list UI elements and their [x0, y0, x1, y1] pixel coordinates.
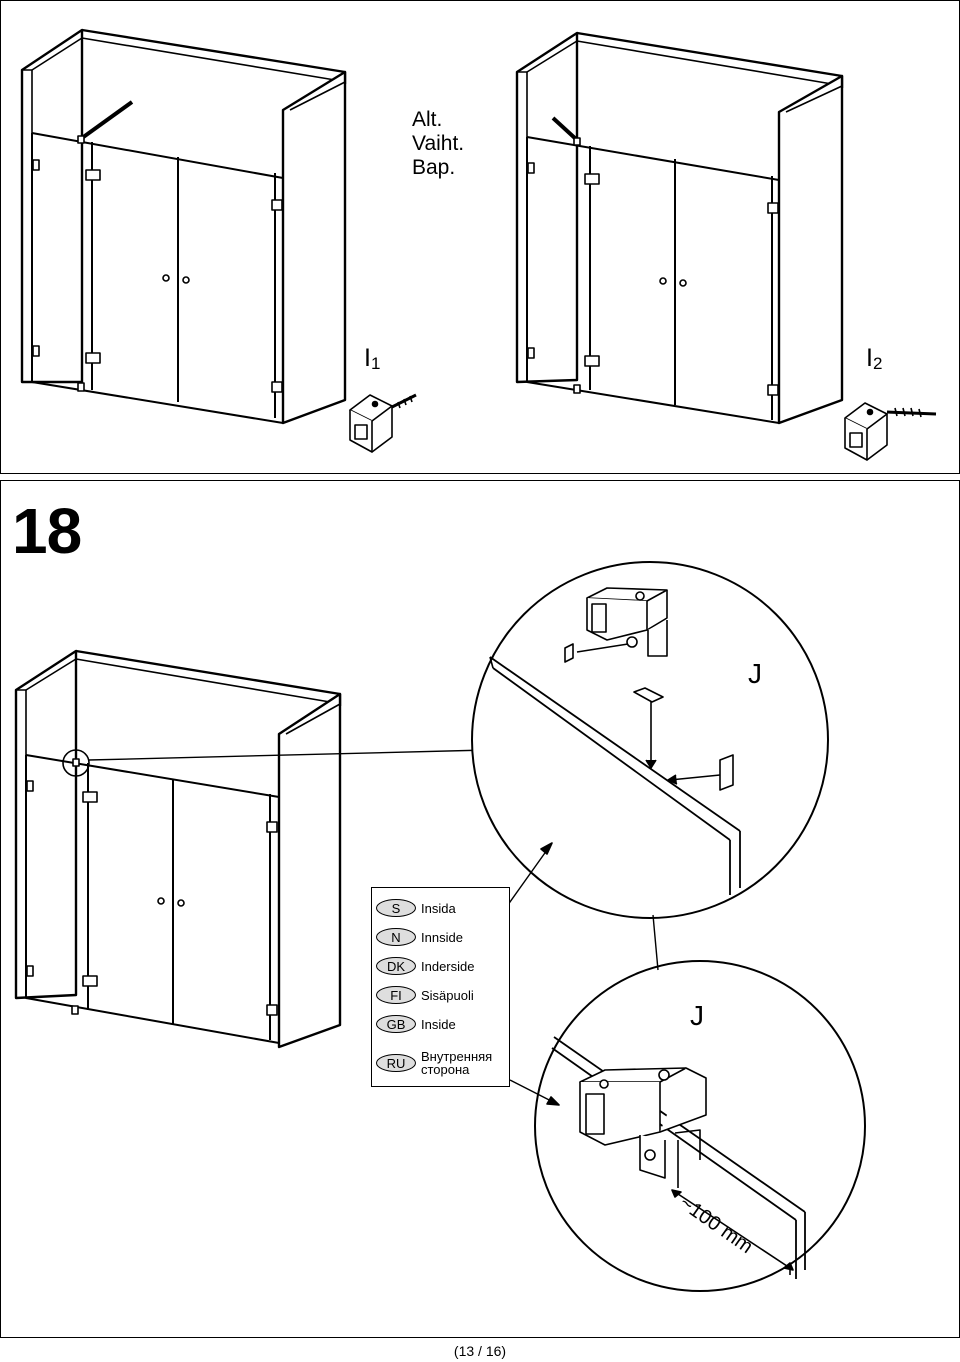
part-label-lower: J: [690, 1000, 704, 1031]
inside-legend: S Insida N Innside DK Inderside FI Sisäp…: [371, 887, 510, 1087]
variant-label-2: I2: [866, 344, 883, 373]
connector-line: [652, 914, 659, 971]
legend-row-dk: DK Inderside: [376, 957, 474, 975]
legend-row-n: N Innside: [376, 928, 463, 946]
page-number: (13 / 16): [453, 1343, 507, 1359]
cabinet-variant-1: [20, 28, 417, 453]
alt-note-line-2: Vaiht.: [412, 132, 465, 155]
legend-text-gb: Inside: [421, 1016, 456, 1032]
legend-row-s: S Insida: [376, 899, 456, 917]
lang-badge-gb: GB: [376, 1015, 416, 1033]
legend-text-ru: Внутренняя сторона: [421, 1049, 493, 1077]
legend-text-fi: Sisäpuoli: [421, 987, 474, 1003]
lang-badge-dk: DK: [376, 957, 416, 975]
cabinet-variant-2: [515, 31, 937, 461]
part-label-upper: J: [748, 658, 762, 689]
legend-row-ru: RU Внутренняя сторона: [376, 1050, 507, 1076]
alt-note-line-1: Alt.: [412, 108, 443, 131]
lang-badge-n: N: [376, 928, 416, 946]
legend-text-s: Insida: [421, 900, 456, 916]
lang-badge-ru: RU: [376, 1054, 416, 1072]
legend-text-dk: Inderside: [421, 958, 475, 974]
detail-circle-lower: [534, 960, 866, 1292]
legend-text-n: Innside: [421, 929, 463, 945]
lang-badge-s: S: [376, 899, 416, 917]
alt-note-line-3: Вар.: [412, 156, 456, 179]
lang-badge-fi: FI: [376, 986, 416, 1004]
legend-row-fi: FI Sisäpuoli: [376, 986, 474, 1004]
variant-label-1: I1: [364, 344, 381, 373]
cabinet-main: [14, 649, 488, 1049]
alternative-note: Alt. Vaiht. Вар.: [412, 108, 464, 180]
detail-circle-upper: [471, 561, 829, 919]
step-number: 18: [12, 495, 82, 567]
legend-row-gb: GB Inside: [376, 1015, 456, 1033]
